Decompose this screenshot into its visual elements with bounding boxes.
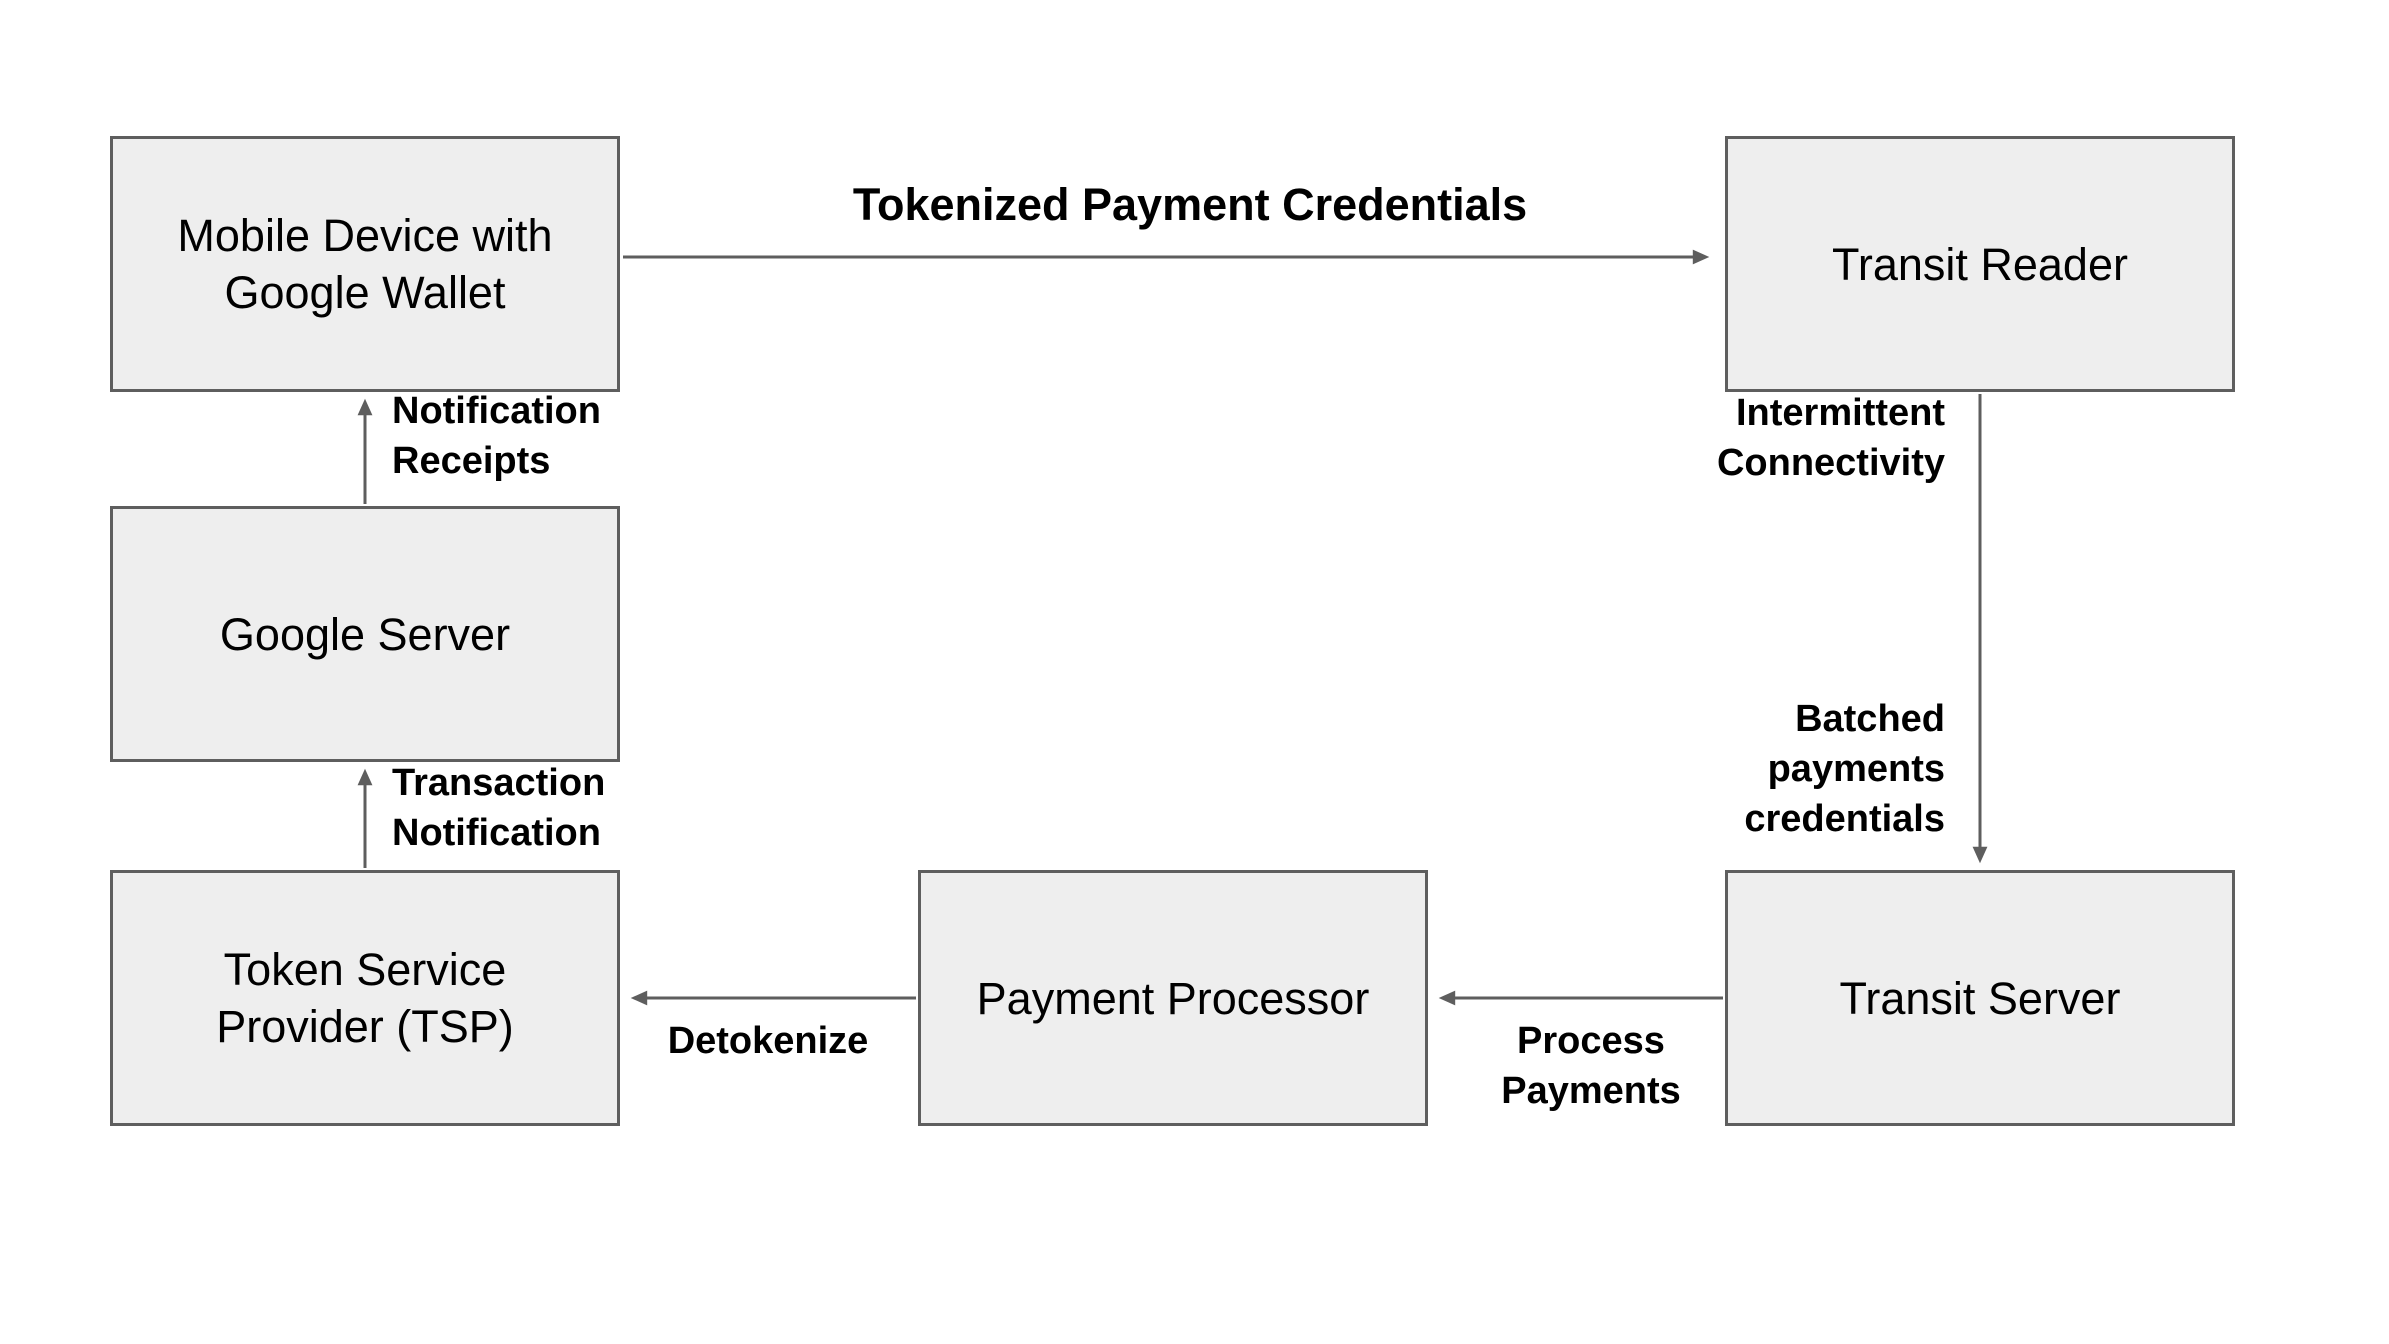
node-label: Mobile Device with Google Wallet — [177, 210, 553, 318]
node-google-server: Google Server — [110, 506, 620, 762]
node-label: Transit Reader — [1832, 238, 2128, 290]
node-label: Transit Server — [1839, 972, 2121, 1024]
node-mobile-device-google-wallet: Mobile Device with Google Wallet — [110, 136, 620, 392]
node-payment-processor: Payment Processor — [918, 870, 1428, 1126]
edge-label-notification-receipts: Notification Receipts — [392, 390, 601, 482]
node-transit-server: Transit Server — [1725, 870, 2235, 1126]
edge-label-detokenize: Detokenize — [667, 1020, 869, 1062]
node-token-service-provider: Token Service Provider (TSP) — [110, 870, 620, 1126]
edge-label-process-payments: Process Payments — [1501, 1020, 1681, 1112]
node-transit-reader: Transit Reader — [1725, 136, 2235, 392]
node-label: Token Service Provider (TSP) — [216, 944, 514, 1052]
node-label: Google Server — [219, 608, 511, 660]
node-label: Payment Processor — [976, 972, 1370, 1024]
edge-label-tokenized-payment-credentials: Tokenized Payment Credentials — [852, 179, 1528, 230]
edge-label-transaction-notification: Transaction Notification — [392, 762, 606, 854]
edge-label-intermittent-connectivity: Intermittent Connectivity — [1716, 392, 1945, 484]
edge-label-batched-payments-credentials: Batched payments credentials — [1744, 698, 1945, 840]
